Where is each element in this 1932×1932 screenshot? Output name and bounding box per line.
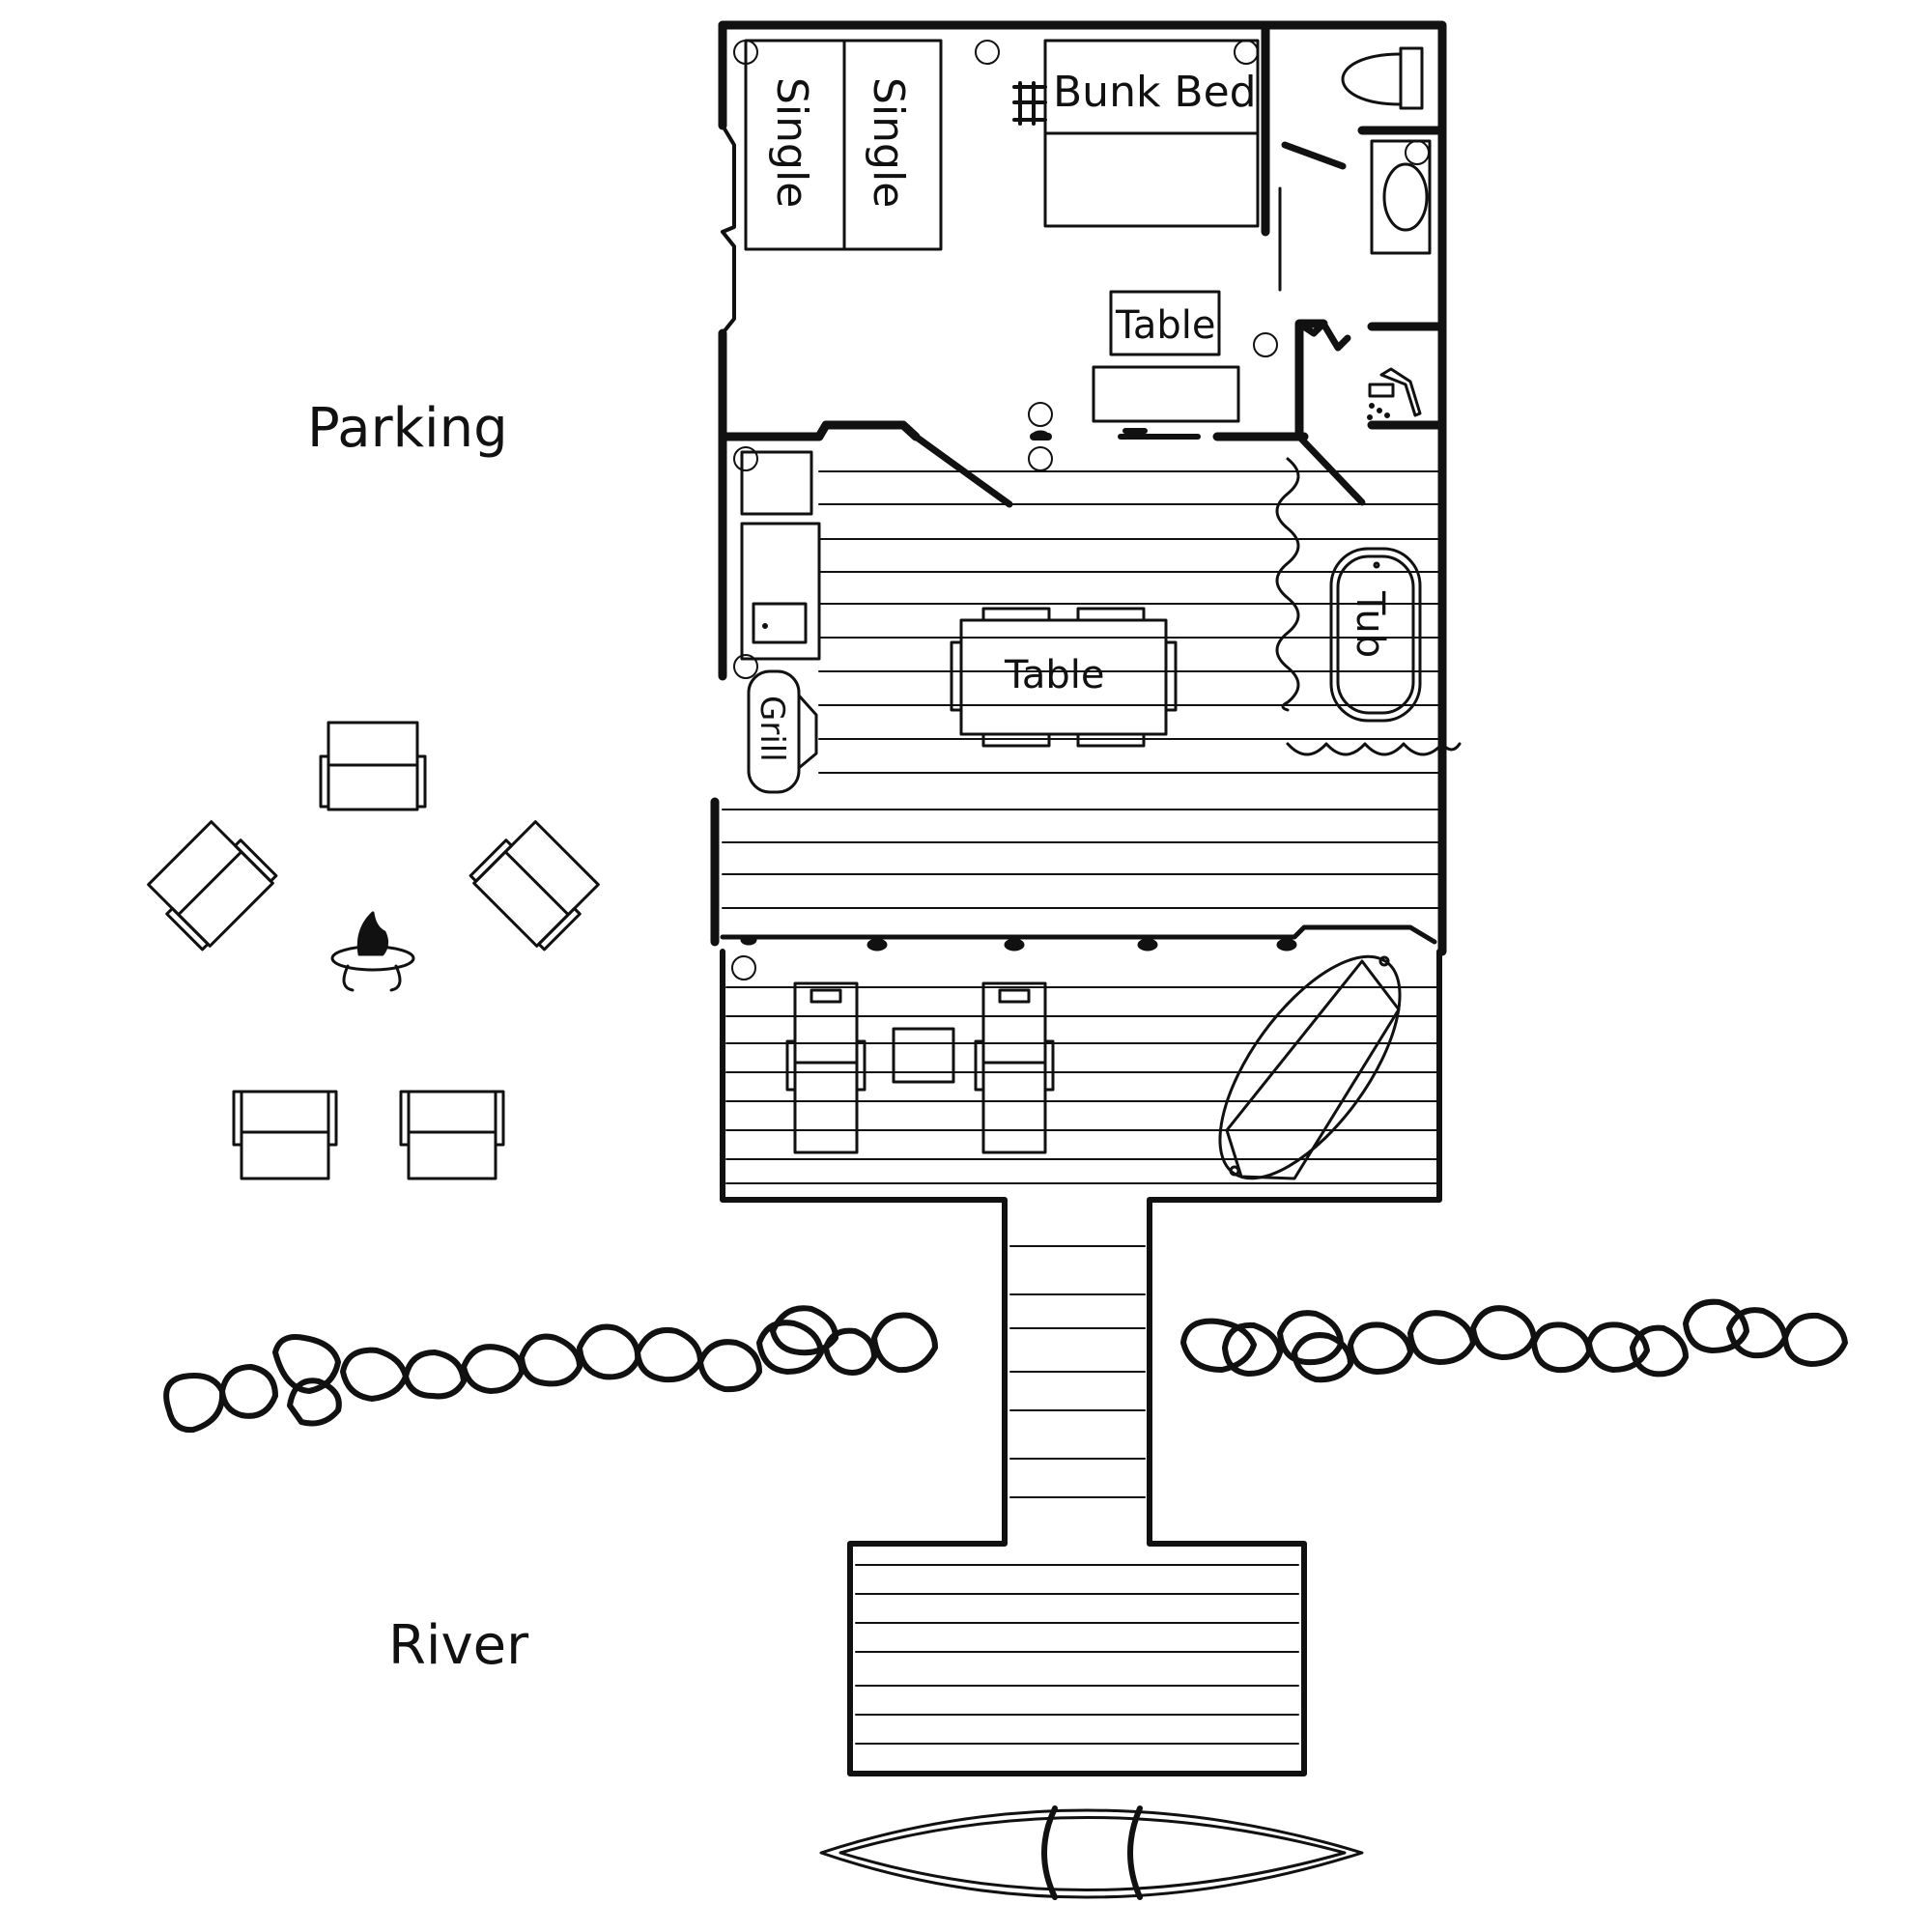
dock-boards [855, 1245, 1299, 1745]
armchair-bottom-left[interactable] [232, 1090, 338, 1180]
parking-label: Parking [307, 397, 508, 460]
canoe-icon[interactable] [819, 1805, 1364, 1900]
armchair-right[interactable] [469, 816, 604, 952]
dining-table-label: Table [1004, 653, 1104, 697]
lounge-chair-2[interactable] [974, 981, 1055, 1154]
bedroom-window [721, 124, 736, 335]
kitchen-counter-upper[interactable] [740, 450, 813, 516]
single-bed-1-label: Single [767, 77, 816, 208]
armchair-bottom-right[interactable] [399, 1090, 505, 1180]
side-table-label: Table [1115, 303, 1215, 348]
grill-label: Grill [753, 696, 791, 762]
river-label: River [388, 1614, 529, 1677]
bathroom-door[interactable] [1281, 141, 1366, 506]
kitchen-counter[interactable] [740, 522, 821, 661]
side-table-bedroom[interactable] [1109, 290, 1221, 356]
railing-posts [740, 430, 1297, 952]
armchair-left[interactable] [143, 816, 278, 952]
tv-stand [1118, 428, 1201, 440]
rock-wall-right [1180, 1298, 1848, 1383]
tub-label: Tub [1348, 590, 1392, 658]
single-bed-2[interactable] [842, 39, 943, 251]
deck-railing [720, 924, 1437, 945]
shower-icon[interactable] [1367, 367, 1422, 420]
tub[interactable] [1329, 547, 1422, 723]
kayak-icon[interactable] [1186, 928, 1434, 1208]
ladder-icon [1012, 81, 1047, 126]
lounge-chair-1[interactable] [785, 981, 867, 1154]
bunk-bed[interactable] [1043, 39, 1260, 228]
toilet-icon[interactable] [1341, 46, 1424, 110]
fire-pit-icon [330, 911, 415, 992]
armchair-top[interactable] [319, 721, 427, 811]
desk[interactable] [1092, 365, 1240, 423]
single-bed-2-label: Single [864, 77, 913, 208]
lower-deck-outline [720, 949, 1442, 1776]
side-table-deck[interactable] [892, 1027, 955, 1084]
bunk-bed-label: Bunk Bed [1053, 68, 1257, 117]
bath-door-zigzag [1295, 320, 1351, 352]
lower-deck-boards [725, 986, 1437, 1184]
tub-privacy-curtain [1275, 457, 1462, 756]
exterior-walls [710, 20, 1447, 956]
light-fixtures [731, 40, 1430, 980]
dining-table[interactable] [950, 607, 1178, 748]
grill[interactable] [747, 669, 818, 794]
interior-wall-bedroom [718, 24, 1447, 441]
sink-icon[interactable] [1370, 139, 1432, 255]
rock-wall-left [163, 1305, 938, 1434]
